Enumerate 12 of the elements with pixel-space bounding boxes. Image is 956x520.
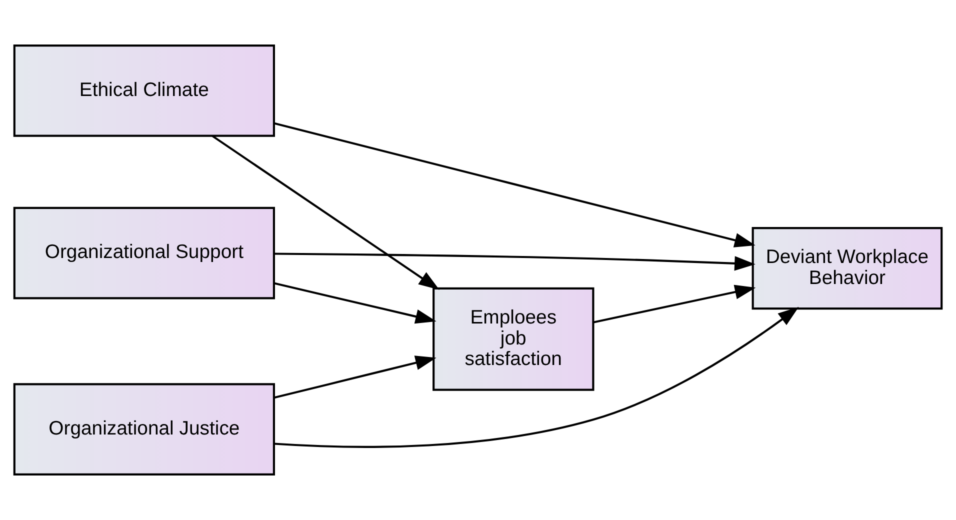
- arrow: [593, 284, 756, 324]
- node-box: Organizational Justice: [13, 383, 275, 476]
- node-box: Emploees job satisfaction: [432, 287, 594, 391]
- arrow: [212, 135, 440, 290]
- arrow: [274, 122, 756, 248]
- arrow: [274, 306, 799, 448]
- node-box: Deviant Workplace Behavior: [752, 227, 943, 310]
- arrow: [274, 282, 436, 324]
- arrow: [274, 356, 436, 399]
- node-box: Organizational Support: [13, 206, 275, 300]
- arrow: [274, 252, 756, 271]
- node-box: Ethical Climate: [13, 44, 275, 137]
